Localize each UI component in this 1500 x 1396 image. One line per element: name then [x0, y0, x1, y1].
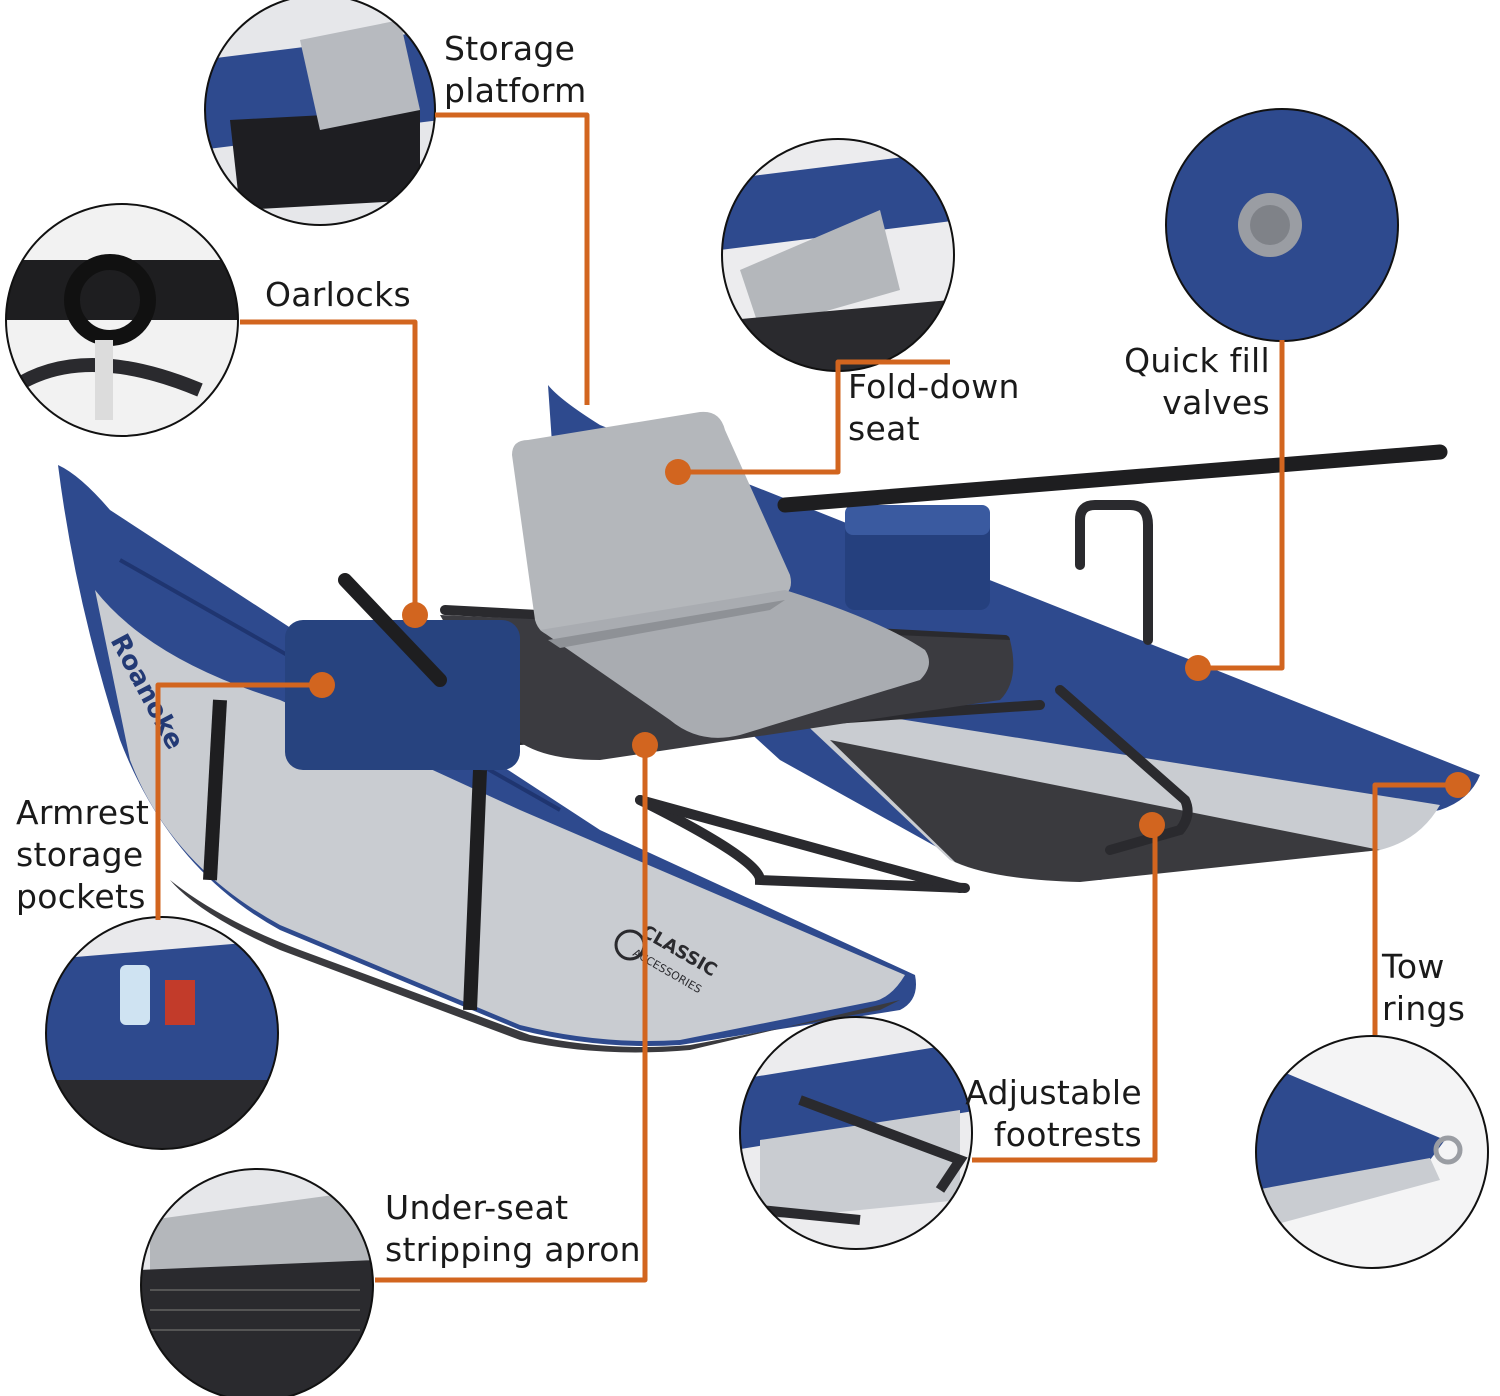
pontoon-boat-illustration: Roanoke CLASSIC ACCESSORIES — [58, 385, 1480, 1053]
tow-ring-closeup — [1255, 1035, 1489, 1269]
apron-leader — [375, 745, 648, 1283]
seat — [512, 411, 929, 738]
armrest-storage-pockets-label: Armrest storage pockets — [16, 793, 150, 916]
footrest-closeup — [739, 1016, 973, 1250]
apron-dot — [632, 732, 658, 758]
storage-platform-label: Storage platform — [444, 29, 587, 110]
storage-platform-leader — [435, 112, 590, 405]
pocket-closeup — [45, 916, 279, 1150]
quick-fill-valves-leader — [1198, 340, 1285, 671]
quick-fill-valves-label: Quick fill valves — [1124, 341, 1270, 422]
armrest-leader — [155, 682, 322, 920]
quick-fill-valves-dot — [1185, 655, 1211, 681]
tow-rings-leader — [1372, 782, 1458, 1035]
footrest-bar — [635, 795, 965, 893]
apron-closeup — [140, 1168, 374, 1396]
fold-down-seat-label: Fold-down seat — [848, 367, 1020, 448]
tow-rings-label: Tow rings — [1382, 947, 1466, 1028]
oarlocks-leader — [240, 319, 418, 610]
folded-seat-closeup — [721, 138, 955, 372]
armrest-dot — [309, 672, 335, 698]
armrest-pocket — [285, 620, 520, 770]
under-seat-stripping-apron-label: Under-seat stripping apron — [385, 1188, 641, 1269]
oarlocks-dot — [402, 602, 428, 628]
callout-lines — [155, 112, 1458, 1283]
storage-platform-closeup — [204, 0, 436, 226]
callout-dots — [309, 459, 1471, 838]
oar — [777, 444, 1448, 513]
oarlocks-label: Oarlocks — [265, 275, 411, 314]
footrests-leader — [972, 825, 1158, 1163]
oarlock-closeup — [5, 203, 239, 437]
fold-down-seat-leader — [678, 359, 950, 475]
footrests-dot — [1139, 812, 1165, 838]
adjustable-footrests-label: Adjustable footrests — [965, 1073, 1142, 1154]
tow-rings-dot — [1445, 772, 1471, 798]
fold-down-seat-dot — [665, 459, 691, 485]
left-pontoon: Roanoke CLASSIC ACCESSORIES — [58, 465, 916, 1053]
valve-closeup — [1165, 108, 1399, 342]
oar-handle — [338, 573, 447, 687]
